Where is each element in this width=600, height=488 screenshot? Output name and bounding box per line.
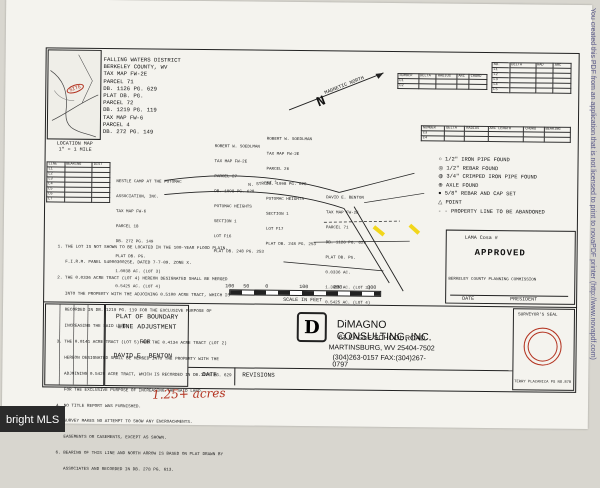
north-arrow xyxy=(288,72,384,111)
scale-tick: 300 xyxy=(367,284,377,291)
note-line: INTO THE PROPERTY WITH THE ADJOINING 0.5… xyxy=(57,291,230,299)
revisions-col-divider xyxy=(234,367,236,386)
legend-text: 5/8" REBAR AND CAP SET xyxy=(444,190,516,198)
legend-symbol-icon: ◍ xyxy=(438,173,447,180)
note-line: 4. NO TITLE REPORT WAS FURNISHED. xyxy=(55,402,142,409)
note-line: 1. THE LOT IS NOT SHOWN TO BE LOCATED IN… xyxy=(57,244,228,251)
scale-tick: 100 xyxy=(225,283,235,290)
drawing-info-grid xyxy=(58,304,89,385)
plat-sheet: SITE LOCATION MAP 1" = 1 MILE FALLING WA… xyxy=(1,0,593,473)
plat-for-label: FOR xyxy=(139,338,151,346)
plat-title-line2: LINE ADJUSTMENT xyxy=(117,323,177,331)
neighbor-line: ROBERT W. SOEDLMAN xyxy=(214,145,260,150)
president-label: PRESIDENT xyxy=(510,296,538,303)
bright-mls-badge: bright MLS xyxy=(0,406,66,432)
approval-block: LAMA Cosa # APPROVED BERKELEY COUNTY PLA… xyxy=(445,229,576,305)
revisions-label: REVISIONS xyxy=(242,371,275,379)
legend-text: POINT xyxy=(445,199,462,206)
legend-symbol-icon: ◎ xyxy=(438,165,447,172)
neighbor-line: TAX MAP FW-2E xyxy=(266,152,300,158)
surveyor-seal-stamp xyxy=(523,327,562,366)
scale-tick: 50 xyxy=(243,283,250,290)
note-line: 6. BEARING OF THIS LINE AND NORTH ARROW … xyxy=(55,450,224,458)
lot-line: PLAT DB. PG. xyxy=(325,256,356,261)
approval-commission: BERKELEY COUNTY PLANNING COMMISSION xyxy=(448,277,537,283)
legend-symbol-icon: - - xyxy=(438,208,452,215)
surveyor-name: TERRY PLACANICA PS NO.878 xyxy=(514,380,572,385)
lot-label: DAVID E. BENTON TAX MAP FW-2E PARCEL 71 … xyxy=(325,186,372,316)
company-phone: (304)263-0157 FAX:(304)267-0797 xyxy=(332,354,426,369)
surveyor-seal-box: SURVEYOR'S SEAL TERRY PLACANICA PS NO.87… xyxy=(512,308,576,391)
legend: ○ 1/2" IRON PIPE FOUND ◎ 1/2" REBAR FOUN… xyxy=(438,155,545,216)
scale-tick: 100 xyxy=(299,284,309,291)
lot-line: DAVID E. BENTON xyxy=(326,196,364,201)
revisions-date-label: DATE xyxy=(202,371,217,379)
lama-label: LAMA Cosa # xyxy=(464,234,498,242)
legend-text: 1/2" IRON PIPE FOUND xyxy=(445,156,510,164)
company-block: D DiMAGNO CONSULTING, INC. 61 EAGLE SCHO… xyxy=(188,305,439,370)
legend-text: 1/2" REBAR FOUND xyxy=(446,165,499,172)
legend-text: 3/4" CRIMPED IRON PIPE FOUND xyxy=(446,173,537,181)
location-map-scale: 1" = 1 MILE xyxy=(58,146,92,153)
bright-mls-text: bright MLS xyxy=(6,414,60,426)
plat-title-box: PLAT OF BOUNDARY LINE ADJUSTMENT FOR DAV… xyxy=(104,303,190,387)
note-line: F.I.R.M. PANEL 5400030025E, DATED 7-7-09… xyxy=(57,259,192,267)
drawing-info-box xyxy=(44,303,106,386)
date-label: DATE xyxy=(462,295,475,302)
scale-label: SCALE IN FEET xyxy=(283,296,323,304)
legend-item: - - PROPERTY LINE TO BE ABANDONED xyxy=(438,207,545,217)
location-map-drawing xyxy=(50,54,99,138)
lot-line: DB. 1126 PG. 629 xyxy=(325,241,366,246)
note-line: 5. SURVEY MAKES NO ATTEMPT TO SHOW ANY E… xyxy=(55,418,193,426)
company-logo: D xyxy=(296,312,327,343)
scale-tick: 200 xyxy=(333,284,343,291)
legend-text: PROPERTY LINE TO BE ABANDONED xyxy=(450,208,545,216)
owner-line: DB. 272 PG. 149 xyxy=(102,127,154,136)
plat-client: DAVID E. BENTON xyxy=(113,352,173,360)
note-line: 2. THE 0.0336 ACRE TRACT (LOT 4) HEREON … xyxy=(57,275,228,283)
legend-text: AXLE FOUND xyxy=(446,182,479,189)
lot-line: TAX MAP FW-2E xyxy=(325,211,359,216)
company-address: 61 EAGLE SCHOOL ROAD xyxy=(338,334,426,343)
location-map: SITE xyxy=(46,49,102,140)
approval-status: APPROVED xyxy=(474,247,526,259)
surveyor-label: SURVEYOR'S SEAL xyxy=(517,312,558,318)
plat-title-line1: PLAT OF BOUNDARY xyxy=(115,313,179,321)
company-city: MARTINSBURG, WV 25404-7502 xyxy=(328,344,435,353)
note-line: EASEMENTS OR CASEMENTS, EXCEPT AS SHOWN. xyxy=(55,434,167,441)
legend-symbol-icon: ⊕ xyxy=(438,182,447,189)
scale-tick: 0 xyxy=(265,283,269,290)
owner-block: FALLING WATERS DISTRICT BERKELEY COUNTY,… xyxy=(103,56,181,136)
print-watermark: You created this PDF from an application… xyxy=(589,8,596,360)
boundary-drawing xyxy=(164,172,425,292)
lot-line: PARCEL 71 xyxy=(325,226,349,231)
neighbor-line: ROBERT W. SOEDLMAN xyxy=(266,137,313,143)
note-line: ASSOCIATES AND RECORDED IN DB. 278 PG. 6… xyxy=(55,466,174,473)
lot-line: 0.0336 AC. xyxy=(325,271,351,276)
company-logo-letter: D xyxy=(303,316,320,338)
handwritten-acreage: 1.25+ acres xyxy=(151,385,226,402)
